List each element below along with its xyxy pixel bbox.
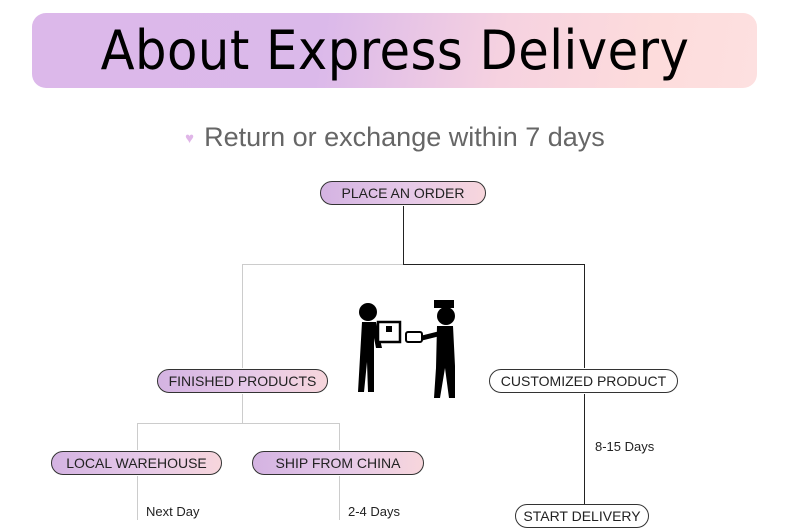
local-warehouse-node: LOCAL WAREHOUSE <box>51 451 222 475</box>
place-order-label: PLACE AN ORDER <box>341 185 465 201</box>
return-policy: ♥ Return or exchange within 7 days <box>0 122 790 153</box>
finished-products-node: FINISHED PRODUCTS <box>157 369 328 393</box>
connector <box>137 423 138 450</box>
finished-products-label: FINISHED PRODUCTS <box>168 373 317 389</box>
connector <box>137 423 339 424</box>
ship-from-china-label: SHIP FROM CHINA <box>275 455 401 471</box>
delivery-illustration <box>340 288 478 410</box>
page-title: About Express Delivery <box>100 19 689 82</box>
connector <box>584 264 585 368</box>
title-banner: About Express Delivery <box>32 13 757 88</box>
local-delivery-time: Next Day <box>146 504 200 519</box>
heart-icon: ♥ <box>185 130 195 148</box>
connector <box>242 264 243 368</box>
connector <box>242 264 403 265</box>
start-delivery-label: START DELIVERY <box>523 508 641 524</box>
return-policy-text: Return or exchange within 7 days <box>204 122 605 152</box>
custom-delivery-time: 8-15 Days <box>595 439 655 454</box>
connector <box>584 394 585 504</box>
china-delivery-time: 2-4 Days <box>348 504 401 519</box>
connector <box>339 423 340 450</box>
connector <box>137 476 138 520</box>
place-order-node: PLACE AN ORDER <box>320 181 486 205</box>
local-warehouse-label: LOCAL WAREHOUSE <box>66 455 207 471</box>
courier-handover-icon <box>358 300 455 398</box>
customized-product-node: CUSTOMIZED PRODUCT <box>489 369 678 393</box>
start-delivery-node: START DELIVERY <box>515 504 649 528</box>
connector <box>403 264 584 265</box>
connector <box>403 206 404 264</box>
connector <box>339 476 340 520</box>
customized-product-label: CUSTOMIZED PRODUCT <box>500 373 667 389</box>
connector <box>242 394 243 423</box>
ship-from-china-node: SHIP FROM CHINA <box>252 451 424 475</box>
